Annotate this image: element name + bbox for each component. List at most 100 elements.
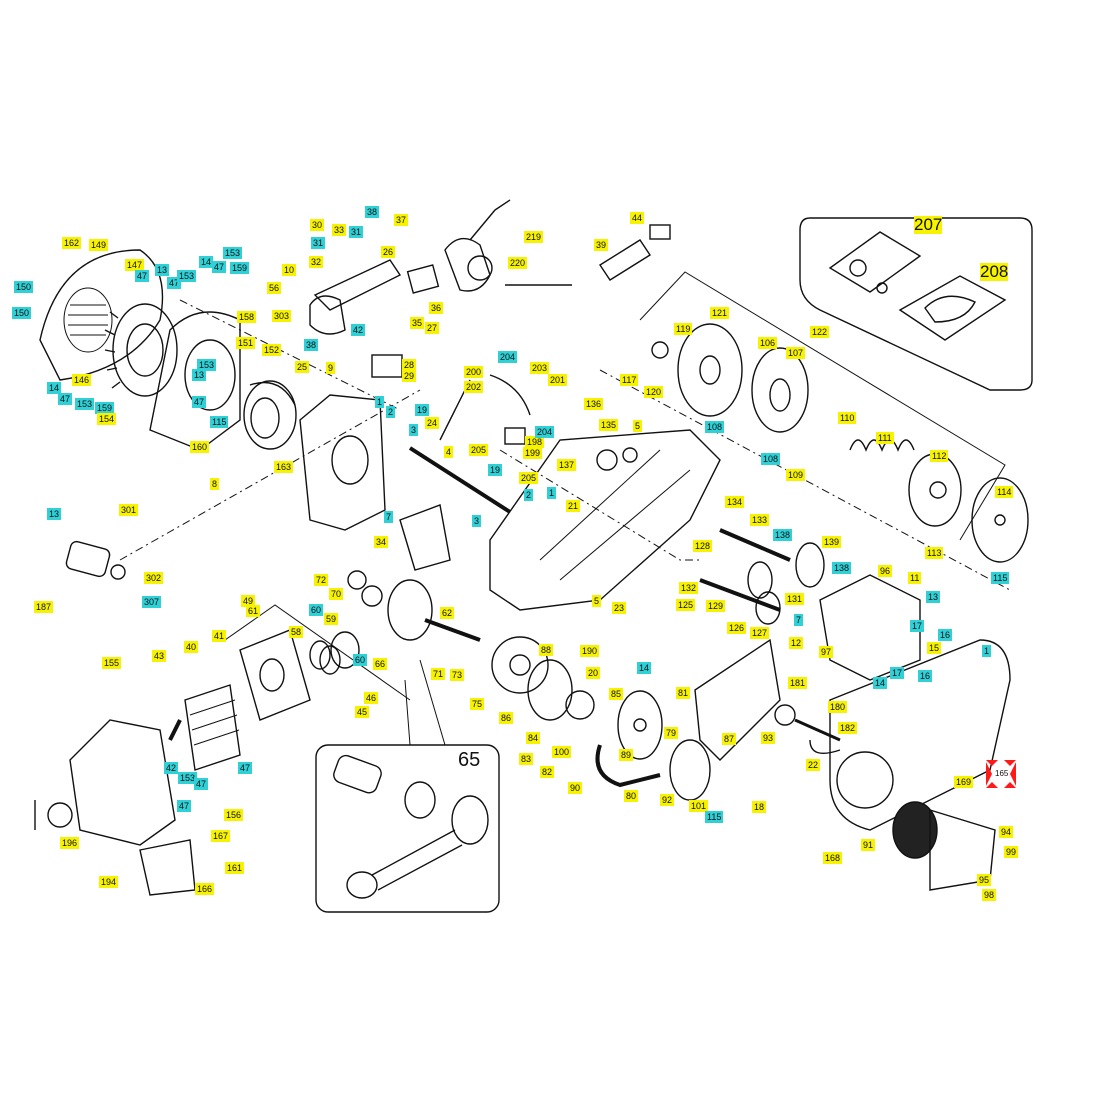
part-number-label[interactable]: 7 bbox=[384, 511, 394, 523]
part-number-label[interactable]: 198 bbox=[525, 436, 545, 448]
part-number-label[interactable]: 205 bbox=[519, 472, 539, 484]
part-number-label[interactable]: 83 bbox=[519, 753, 534, 765]
part-number-label[interactable]: 111 bbox=[876, 432, 894, 444]
part-number-label[interactable]: 65 bbox=[458, 749, 481, 771]
part-number-label[interactable]: 19 bbox=[415, 404, 430, 416]
part-number-label[interactable]: 47 bbox=[58, 393, 73, 405]
part-number-label[interactable]: 42 bbox=[351, 324, 366, 336]
part-number-label[interactable]: 132 bbox=[679, 582, 699, 594]
part-number-label[interactable]: 162 bbox=[62, 237, 82, 249]
part-number-label[interactable]: 8 bbox=[210, 478, 220, 490]
part-number-label[interactable]: 205 bbox=[469, 444, 489, 456]
part-number-label[interactable]: 60 bbox=[353, 654, 368, 666]
part-number-label[interactable]: 168 bbox=[823, 852, 843, 864]
part-number-label[interactable]: 158 bbox=[237, 311, 257, 323]
part-number-label[interactable]: 138 bbox=[832, 562, 852, 574]
part-number-label[interactable]: 91 bbox=[861, 839, 876, 851]
part-number-label[interactable]: 26 bbox=[381, 246, 396, 258]
part-number-label[interactable]: 97 bbox=[819, 646, 834, 658]
part-number-label[interactable]: 72 bbox=[314, 574, 329, 586]
part-number-label[interactable]: 152 bbox=[262, 344, 282, 356]
part-number-label[interactable]: 89 bbox=[619, 749, 634, 761]
part-number-label[interactable]: 208 bbox=[980, 262, 1009, 281]
part-number-label[interactable]: 47 bbox=[135, 270, 150, 282]
part-number-label[interactable]: 31 bbox=[311, 237, 326, 249]
part-number-label[interactable]: 156 bbox=[224, 809, 244, 821]
part-number-label[interactable]: 13 bbox=[47, 508, 62, 520]
part-number-label[interactable]: 95 bbox=[977, 874, 992, 886]
part-number-label[interactable]: 94 bbox=[999, 826, 1014, 838]
part-number-label[interactable]: 38 bbox=[304, 339, 319, 351]
part-number-label[interactable]: 17 bbox=[910, 620, 925, 632]
part-number-label[interactable]: 18 bbox=[752, 801, 767, 813]
part-number-label[interactable]: 62 bbox=[440, 607, 455, 619]
part-number-label[interactable]: 196 bbox=[60, 837, 80, 849]
part-number-label[interactable]: 5 bbox=[633, 420, 643, 432]
part-number-label[interactable]: 128 bbox=[693, 540, 713, 552]
part-number-label[interactable]: 204 bbox=[535, 426, 555, 438]
part-number-label[interactable]: 187 bbox=[34, 601, 54, 613]
part-number-label[interactable]: 303 bbox=[272, 310, 292, 322]
part-number-label[interactable]: 60 bbox=[309, 604, 324, 616]
part-number-label[interactable]: 153 bbox=[223, 247, 243, 259]
part-number-label[interactable]: 75 bbox=[470, 698, 485, 710]
part-number-label[interactable]: 14 bbox=[637, 662, 652, 674]
part-number-label[interactable]: 147 bbox=[125, 259, 145, 271]
part-number-label[interactable]: 125 bbox=[676, 599, 696, 611]
part-number-label[interactable]: 88 bbox=[539, 644, 554, 656]
part-number-label[interactable]: 1 bbox=[375, 396, 385, 408]
part-number-label[interactable]: 41 bbox=[212, 630, 227, 642]
part-number-label[interactable]: 24 bbox=[425, 417, 440, 429]
part-number-label[interactable]: 80 bbox=[624, 790, 639, 802]
part-number-label[interactable]: 47 bbox=[212, 261, 227, 273]
part-number-label[interactable]: 127 bbox=[750, 627, 770, 639]
part-number-label[interactable]: 129 bbox=[706, 600, 726, 612]
part-number-label[interactable]: 110 bbox=[838, 412, 857, 424]
part-number-label[interactable]: 155 bbox=[102, 657, 122, 669]
part-number-label[interactable]: 27 bbox=[425, 322, 440, 334]
part-number-label[interactable]: 159 bbox=[95, 402, 115, 414]
part-number-label[interactable]: 58 bbox=[289, 626, 304, 638]
part-number-label[interactable]: 307 bbox=[142, 596, 162, 608]
part-number-label[interactable]: 181 bbox=[788, 677, 808, 689]
part-number-label[interactable]: 14 bbox=[47, 382, 62, 394]
part-number-label[interactable]: 96 bbox=[878, 565, 893, 577]
part-number-label[interactable]: 85 bbox=[609, 688, 624, 700]
part-number-label[interactable]: 3 bbox=[472, 515, 482, 527]
part-number-label[interactable]: 121 bbox=[710, 307, 730, 319]
part-number-label[interactable]: 220 bbox=[508, 257, 528, 269]
part-number-label[interactable]: 45 bbox=[355, 706, 370, 718]
part-number-label[interactable]: 134 bbox=[725, 496, 745, 508]
part-number-label[interactable]: 71 bbox=[431, 668, 446, 680]
part-number-label[interactable]: 180 bbox=[828, 701, 848, 713]
part-number-label[interactable]: 47 bbox=[194, 778, 209, 790]
part-number-label[interactable]: 219 bbox=[524, 231, 544, 243]
part-number-label[interactable]: 120 bbox=[644, 386, 664, 398]
part-number-label[interactable]: 151 bbox=[236, 337, 256, 349]
part-number-label[interactable]: 150 bbox=[14, 281, 34, 293]
part-number-label[interactable]: 9 bbox=[326, 362, 336, 374]
part-number-label[interactable]: 200 bbox=[464, 366, 484, 378]
part-number-label[interactable]: 119 bbox=[674, 323, 693, 335]
part-number-label[interactable]: 92 bbox=[660, 794, 675, 806]
part-number-label[interactable]: 154 bbox=[97, 413, 117, 425]
part-number-label[interactable]: 30 bbox=[310, 219, 325, 231]
part-number-label[interactable]: 16 bbox=[918, 670, 933, 682]
part-number-label[interactable]: 15 bbox=[927, 642, 942, 654]
part-number-label[interactable]: 29 bbox=[402, 370, 417, 382]
part-number-label[interactable]: 19 bbox=[488, 464, 503, 476]
part-number-label[interactable]: 109 bbox=[786, 469, 806, 481]
part-number-label[interactable]: 11 bbox=[908, 572, 922, 584]
part-number-label[interactable]: 28 bbox=[402, 359, 417, 371]
part-number-label[interactable]: 207 bbox=[914, 215, 943, 234]
part-number-label[interactable]: 203 bbox=[530, 362, 550, 374]
part-number-label[interactable]: 165 bbox=[995, 769, 1009, 778]
part-number-label[interactable]: 204 bbox=[498, 351, 518, 363]
part-number-label[interactable]: 47 bbox=[238, 762, 253, 774]
part-number-label[interactable]: 150 bbox=[12, 307, 32, 319]
part-number-label[interactable]: 106 bbox=[758, 337, 778, 349]
part-number-label[interactable]: 10 bbox=[282, 264, 297, 276]
part-number-label[interactable]: 12 bbox=[789, 637, 804, 649]
part-number-label[interactable]: 37 bbox=[394, 214, 409, 226]
part-number-label[interactable]: 149 bbox=[89, 239, 109, 251]
